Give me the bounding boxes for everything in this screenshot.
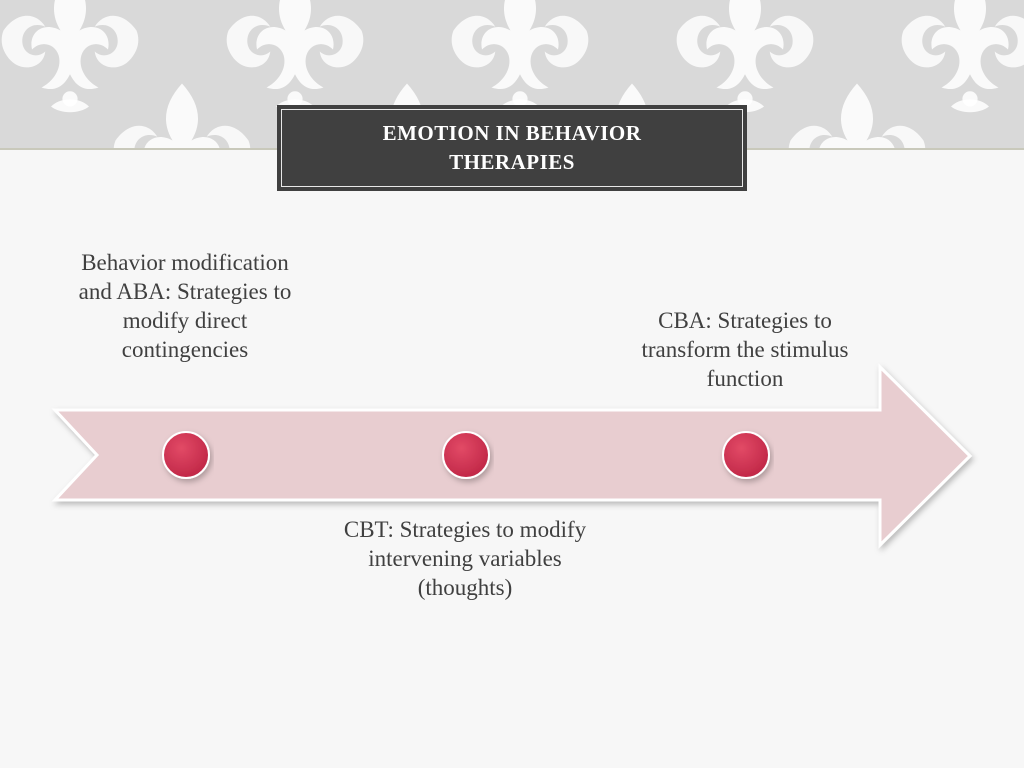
slide-title: EMOTION IN BEHAVIOR THERAPIES — [382, 121, 642, 174]
timeline-arrow — [51, 363, 973, 549]
title-box: EMOTION IN BEHAVIOR THERAPIES — [277, 105, 747, 191]
milestone-label-behavior-modification: Behavior modification and ABA: Strategie… — [78, 250, 292, 362]
title-frame: EMOTION IN BEHAVIOR THERAPIES — [281, 109, 743, 187]
milestone-marker-1 — [162, 431, 210, 479]
milestone-marker-2 — [442, 431, 490, 479]
milestone-marker-3 — [722, 431, 770, 479]
milestone-label-cba: CBA: Strategies to transform the stimulu… — [641, 308, 849, 391]
milestone-label-cbt: CBT: Strategies to modify intervening va… — [343, 517, 587, 600]
